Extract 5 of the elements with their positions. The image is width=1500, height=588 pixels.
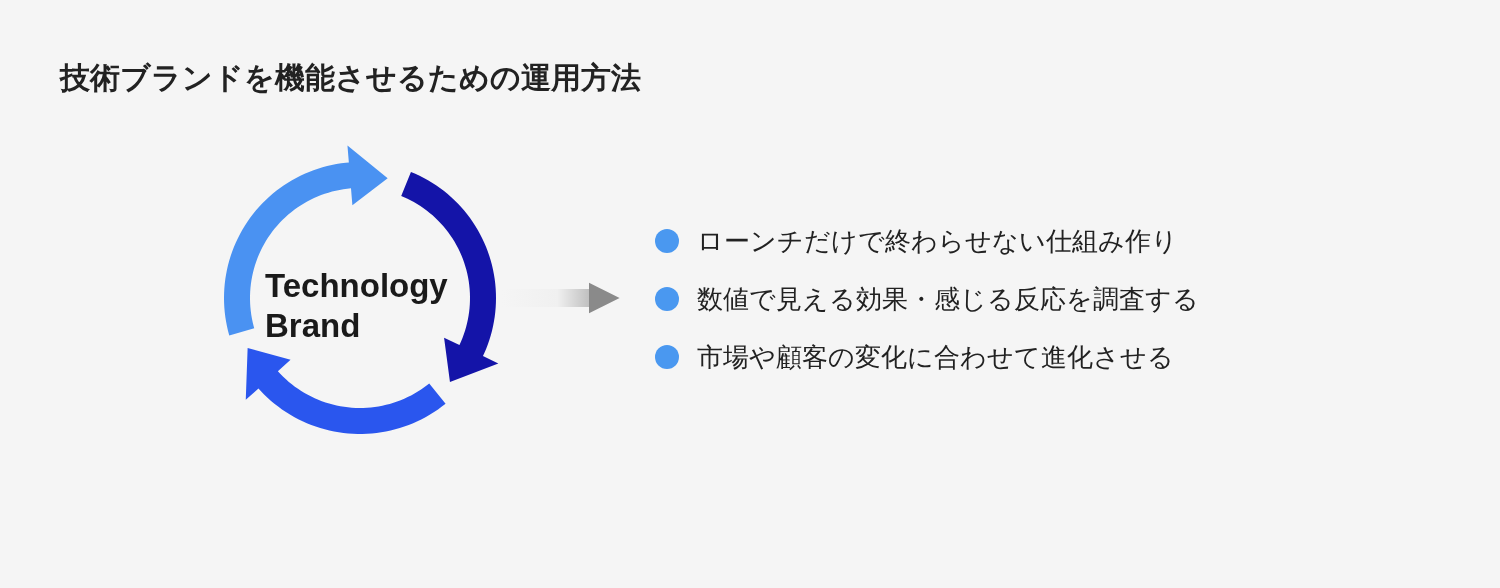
bullet-text: ローンチだけで終わらせない仕組み作り [697,226,1178,256]
center-label: Technology Brand [265,266,449,346]
diagram-title: 技術ブランドを機能させるための運用方法 [60,59,641,97]
bullet-text: 数値で見える効果・感じる反応を調査する [697,284,1199,314]
bullet-text: 市場や顧客の変化に合わせて進化させる [697,342,1174,372]
